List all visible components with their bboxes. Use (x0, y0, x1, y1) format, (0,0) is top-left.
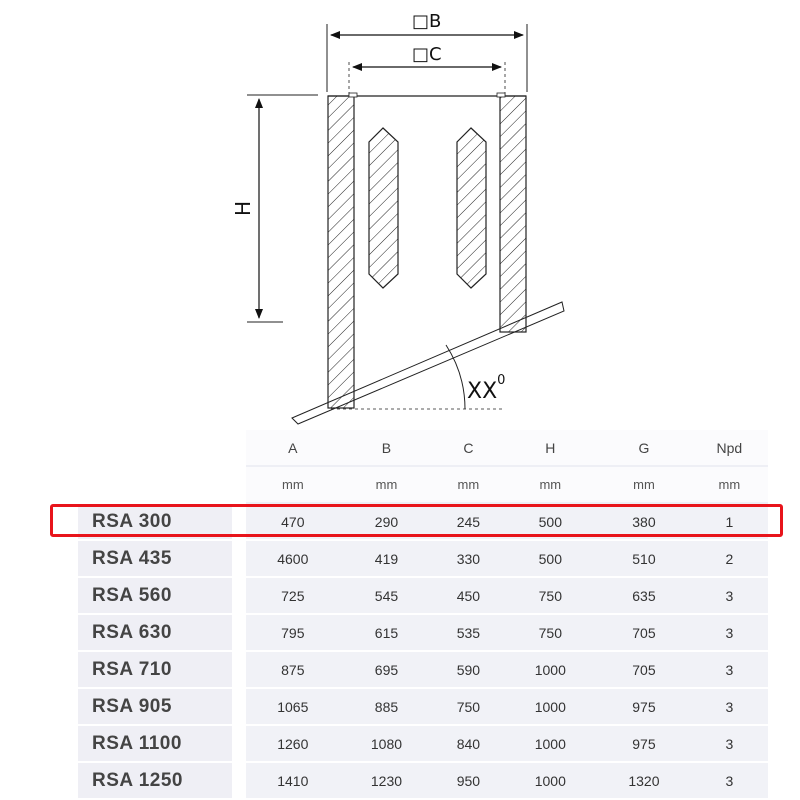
value-g: 705 (597, 652, 691, 689)
value-b: 695 (339, 652, 434, 689)
value-a: 795 (246, 615, 340, 652)
value-a: 1065 (246, 689, 340, 726)
value-npd: 3 (690, 726, 768, 763)
value-c: 245 (433, 504, 504, 541)
value-npd: 1 (690, 504, 768, 541)
dimension-c-label: □C (412, 44, 442, 65)
value-g: 510 (597, 541, 691, 578)
value-a: 4600 (246, 541, 340, 578)
header-npd: Npd (690, 430, 768, 467)
table-row: RSA 435 4600 419 330 500 510 2 (78, 541, 768, 578)
header-c: C (433, 430, 504, 467)
value-c: 330 (433, 541, 504, 578)
model-name: RSA 560 (78, 578, 246, 615)
unit-b: mm (339, 467, 434, 504)
value-c: 840 (433, 726, 504, 763)
unit-a: mm (246, 467, 340, 504)
value-g: 705 (597, 615, 691, 652)
value-npd: 2 (690, 541, 768, 578)
value-b: 1230 (339, 763, 434, 800)
value-h: 1000 (503, 763, 598, 800)
value-npd: 3 (690, 652, 768, 689)
inner-element-left (368, 127, 399, 289)
value-h: 750 (503, 578, 598, 615)
value-b: 885 (339, 689, 434, 726)
value-npd: 3 (690, 615, 768, 652)
value-b: 615 (339, 615, 434, 652)
value-a: 875 (246, 652, 340, 689)
table-row: RSA 1250 1410 1230 950 1000 1320 3 (78, 763, 768, 800)
model-header-cell (78, 430, 246, 467)
value-npd: 3 (690, 763, 768, 800)
value-h: 500 (503, 541, 598, 578)
model-name: RSA 905 (78, 689, 246, 726)
dimension-h: H (231, 94, 318, 323)
model-name: RSA 630 (78, 615, 246, 652)
roof-slope (291, 301, 565, 425)
table-row: RSA 630 795 615 535 750 705 3 (78, 615, 768, 652)
value-b: 419 (339, 541, 434, 578)
table-body: RSA 300 470 290 245 500 380 1 RSA 435 46… (78, 504, 768, 800)
dimension-b: □B (326, 11, 528, 92)
value-g: 975 (597, 689, 691, 726)
value-c: 590 (433, 652, 504, 689)
angle-indicator: XX0 (445, 344, 505, 410)
value-c: 750 (433, 689, 504, 726)
unit-npd: mm (690, 467, 768, 504)
value-h: 750 (503, 615, 598, 652)
model-name: RSA 1100 (78, 726, 246, 763)
value-b: 1080 (339, 726, 434, 763)
right-wall (499, 95, 527, 333)
value-g: 975 (597, 726, 691, 763)
model-name: RSA 300 (78, 504, 246, 541)
technical-drawing: □B □C H XX0 (231, 11, 565, 425)
header-h: H (503, 430, 598, 467)
value-b: 545 (339, 578, 434, 615)
dimension-b-label: □B (412, 11, 441, 32)
dimension-c: □C (348, 44, 506, 96)
unit-h: mm (503, 467, 598, 504)
value-h: 1000 (503, 652, 598, 689)
dimension-h-label: H (231, 201, 255, 216)
value-a: 725 (246, 578, 340, 615)
value-c: 950 (433, 763, 504, 800)
value-h: 500 (503, 504, 598, 541)
table-row: RSA 710 875 695 590 1000 705 3 (78, 652, 768, 689)
value-h: 1000 (503, 689, 598, 726)
units-row: mm mm mm mm mm mm (78, 467, 768, 504)
value-c: 450 (433, 578, 504, 615)
model-units-cell (78, 467, 246, 504)
unit-g: mm (597, 467, 691, 504)
specifications-table: A B C H G Npd mm mm mm mm mm mm RSA 300 … (78, 430, 768, 800)
value-b: 290 (339, 504, 434, 541)
left-wall (327, 95, 355, 409)
table-row: RSA 300 470 290 245 500 380 1 (78, 504, 768, 541)
value-a: 1260 (246, 726, 340, 763)
value-a: 1410 (246, 763, 340, 800)
header-row: A B C H G Npd (78, 430, 768, 467)
header-b: B (339, 430, 434, 467)
angle-superscript: 0 (497, 373, 505, 388)
header-a: A (246, 430, 340, 467)
value-npd: 3 (690, 578, 768, 615)
angle-label: XX0 (467, 373, 505, 404)
value-g: 380 (597, 504, 691, 541)
table-row: RSA 1100 1260 1080 840 1000 975 3 (78, 726, 768, 763)
model-name: RSA 710 (78, 652, 246, 689)
value-g: 1320 (597, 763, 691, 800)
value-h: 1000 (503, 726, 598, 763)
unit-c: mm (433, 467, 504, 504)
value-g: 635 (597, 578, 691, 615)
value-npd: 3 (690, 689, 768, 726)
table-row: RSA 560 725 545 450 750 635 3 (78, 578, 768, 615)
value-a: 470 (246, 504, 340, 541)
table-row: RSA 905 1065 885 750 1000 975 3 (78, 689, 768, 726)
model-name: RSA 1250 (78, 763, 246, 800)
header-g: G (597, 430, 691, 467)
value-c: 535 (433, 615, 504, 652)
model-name: RSA 435 (78, 541, 246, 578)
inner-element-right (456, 127, 487, 289)
